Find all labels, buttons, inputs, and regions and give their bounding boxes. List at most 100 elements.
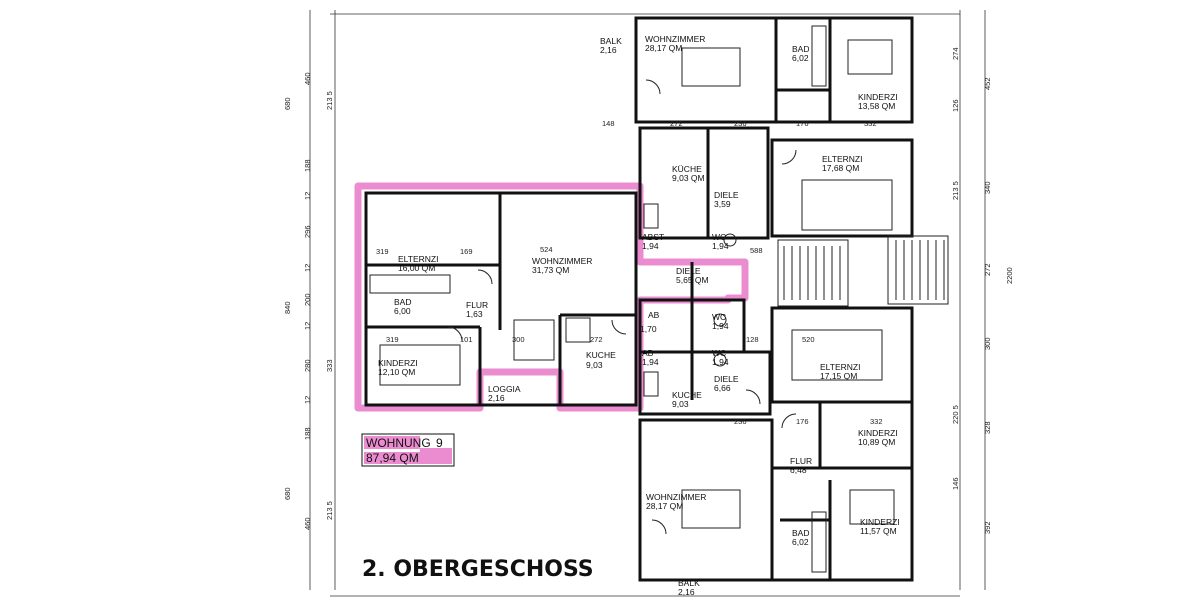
room-21-area: 9,03 xyxy=(672,399,689,409)
room-17-name: KUCHE xyxy=(586,350,616,360)
room-13-name: FLUR xyxy=(466,300,488,310)
structural-walls xyxy=(364,16,949,582)
room-11-name: DIELE xyxy=(676,266,701,276)
dim-inner-6: 272 xyxy=(590,335,603,344)
room-27-area: 6,02 xyxy=(792,537,809,547)
dim-right-1: 452 xyxy=(983,77,992,90)
room-7-area: 1,94 xyxy=(642,241,659,251)
dim-inner-1: 169 xyxy=(460,247,473,256)
dim-left-6: 12 xyxy=(303,264,312,272)
room-28-area: 11,57 QM xyxy=(860,526,897,536)
dim-left-10: 280 xyxy=(303,359,312,372)
room-17-area: 9,03 xyxy=(586,360,603,370)
room-16-area: 12,10 QM xyxy=(378,367,415,377)
room-19-name: WC xyxy=(712,348,726,358)
room-20-area: 2,16 xyxy=(488,393,505,403)
room-26-name: WOHNZIMMER xyxy=(646,492,706,502)
apartment-label: WOHNUNG 9 87,94 QM xyxy=(361,433,455,467)
room-21-name: KUCHE xyxy=(672,390,702,400)
room-2-area: 6,02 xyxy=(792,53,809,63)
dim-right-9: 328 xyxy=(983,421,992,434)
dim-left-1: 460 xyxy=(303,72,312,85)
room-2-name: BAD xyxy=(792,44,809,54)
room-4-area: 17,68 QM xyxy=(822,163,859,173)
apartment-number: 9 xyxy=(436,436,443,450)
room-24-name: KINDERZI xyxy=(858,428,898,438)
dim-left-2: 213 5 xyxy=(325,91,334,110)
dim-right-5: 272 xyxy=(983,263,992,276)
room-18-area: 1,94 xyxy=(642,357,659,367)
room-18-name: AB xyxy=(642,348,654,358)
dim-right-4: 213 5 xyxy=(951,181,960,200)
room-6-area: 3,59 xyxy=(714,199,731,209)
dimension-lines xyxy=(309,10,986,597)
room-13-area: 1,63 xyxy=(466,309,483,319)
room-22-name: DIELE xyxy=(714,374,739,384)
room-14-area: 1,70 xyxy=(640,324,657,334)
room-10-name: WOHNZIMMER xyxy=(532,256,592,266)
dim-inner-13: 520 xyxy=(802,335,815,344)
room-7-name: ABST xyxy=(642,232,664,242)
room-16-name: KINDERZI xyxy=(378,358,418,368)
dim-left-12: 12 xyxy=(303,396,312,404)
dim-left-11: 333 xyxy=(325,359,334,372)
room-15-area: 1,94 xyxy=(712,321,729,331)
dim-right-0: 274 xyxy=(951,47,960,60)
dim-left-0: 680 xyxy=(283,97,292,110)
room-25-area: 6,48 xyxy=(790,465,807,475)
room-8-name: WC xyxy=(712,232,726,242)
apartment-9-outline xyxy=(354,182,749,412)
room-23-name: ELTERNZI xyxy=(820,362,860,372)
dim-inner-17: 176 xyxy=(796,417,809,426)
room-5-area: 9,03 QM xyxy=(672,173,705,183)
dim-inner-8: 272 xyxy=(670,119,683,128)
room-0-area: 2,16 xyxy=(600,45,617,55)
dim-left-4: 12 xyxy=(303,192,312,200)
room-12-area: 6,00 xyxy=(394,306,411,316)
dims-right: 274 452 126 340 213 5 272 2200 300 220 5… xyxy=(951,47,1014,534)
dim-right-8: 220 5 xyxy=(951,405,960,424)
room-5-name: KÜCHE xyxy=(672,164,702,174)
room-1-area: 28,17 QM xyxy=(645,43,682,53)
room-9-name: ELTERNZI xyxy=(398,254,438,264)
dim-right-6: 2200 xyxy=(1005,267,1014,284)
room-29-area: 2,16 xyxy=(678,587,695,597)
dim-left-16: 213 5 xyxy=(325,501,334,520)
dim-right-2: 126 xyxy=(951,99,960,112)
dim-inner-3: 319 xyxy=(386,335,399,344)
dim-left-8: 200 xyxy=(303,293,312,306)
dims-inner: 319 169 524 319 101 300 272 148 272 236 … xyxy=(376,119,883,426)
room-27-name: BAD xyxy=(792,528,809,538)
room-6-name: DIELE xyxy=(714,190,739,200)
stair-treads xyxy=(783,240,945,300)
dim-left-15: 460 xyxy=(303,517,312,530)
dim-right-10: 146 xyxy=(951,477,960,490)
room-29-name: BALK xyxy=(678,578,700,588)
dim-inner-7: 148 xyxy=(602,119,615,128)
apartment-label-text: WOHNUNG xyxy=(366,436,431,450)
dim-left-3: 188 xyxy=(303,159,312,172)
dim-inner-15: 128 xyxy=(746,335,759,344)
room-11-area: 5,65 QM xyxy=(676,275,709,285)
room-9-area: 16,00 QM xyxy=(398,263,435,273)
room-26-area: 28,17 QM xyxy=(646,501,683,511)
dim-right-11: 392 xyxy=(983,521,992,534)
room-1-name: WOHNZIMMER xyxy=(645,34,705,44)
dim-inner-2: 524 xyxy=(540,245,553,254)
apartment-area: 87,94 QM xyxy=(366,451,419,465)
dim-left-7: 840 xyxy=(283,301,292,314)
floor-title: 2. OBERGESCHOSS xyxy=(362,557,594,582)
room-14-name: AB xyxy=(648,310,660,320)
room-25-name: FLUR xyxy=(790,456,812,466)
room-labels: BALK 2,16 WOHNZIMMER 28,17 QM BAD 6,02 K… xyxy=(378,34,900,597)
room-3-area: 13,58 QM xyxy=(858,101,895,111)
room-10-area: 31,73 QM xyxy=(532,265,569,275)
room-0-name: BALK xyxy=(600,36,622,46)
room-20-name: LOGGIA xyxy=(488,384,521,394)
dim-inner-5: 300 xyxy=(512,335,525,344)
room-12-name: BAD xyxy=(394,297,411,307)
room-23-area: 17,15 QM xyxy=(820,371,857,381)
dim-inner-10: 176 xyxy=(796,119,809,128)
dim-right-7: 300 xyxy=(983,337,992,350)
